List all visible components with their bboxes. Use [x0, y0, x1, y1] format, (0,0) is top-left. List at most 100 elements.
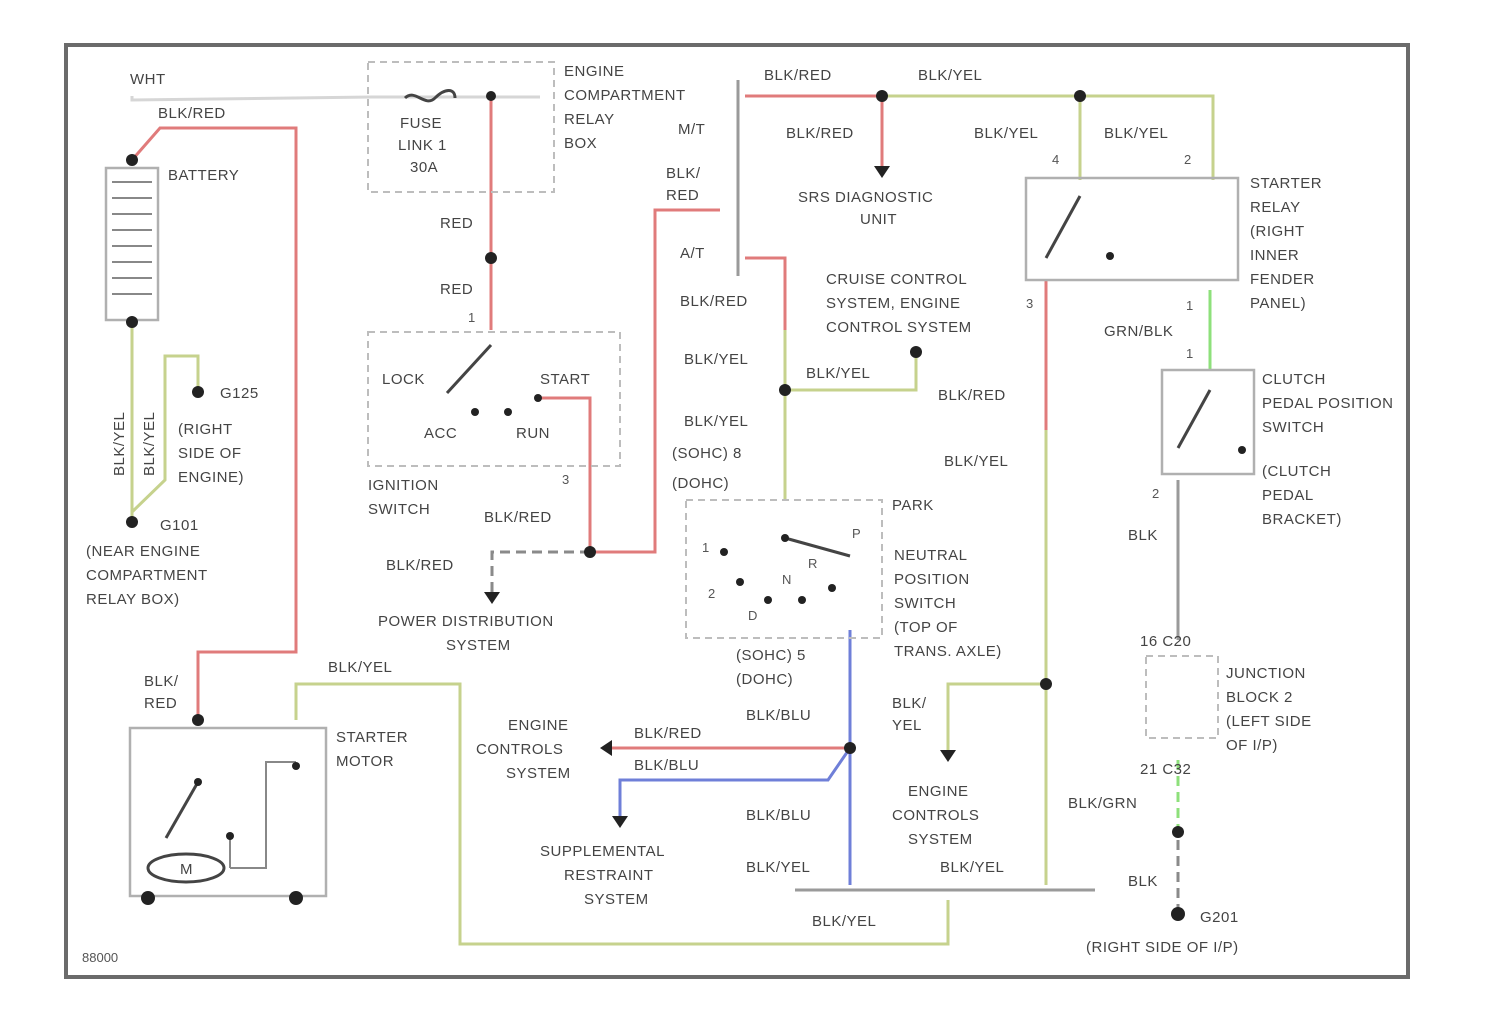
label-clutch-bracket-3: BRACKET)	[1262, 511, 1342, 528]
label-blk-yel-r2: BLK/YEL	[1104, 125, 1168, 142]
label-srs-unit-2: UNIT	[860, 211, 897, 228]
label-blk-yel-sm: BLK/YEL	[328, 659, 392, 676]
label-motor-m: M	[180, 861, 193, 878]
label-g125-2: (RIGHT	[178, 421, 233, 438]
label-c32: 21 C32	[1140, 761, 1191, 778]
label-ecs1-2: CONTROLS	[476, 741, 563, 758]
label-at: A/T	[680, 245, 705, 262]
label-blk-yel-b1: BLK/YEL	[746, 859, 810, 876]
label-blk-yel-vert: BLK/YEL	[111, 412, 128, 476]
label-starter-relay-2: RELAY	[1250, 199, 1301, 216]
starter-motor-contact	[166, 782, 198, 838]
starter-relay-contact	[1046, 196, 1080, 258]
label-nps-3: SWITCH	[894, 595, 956, 612]
battery-symbol	[106, 168, 158, 320]
label-c20: 16 C20	[1140, 633, 1191, 650]
label-cruise-1: CRUISE CONTROL	[826, 271, 967, 288]
label-lock: LOCK	[382, 371, 425, 388]
label-blk-bottom: BLK	[1128, 873, 1158, 890]
label-pds-1: POWER DISTRIBUTION	[378, 613, 554, 630]
label-start: START	[540, 371, 590, 388]
label-srs-unit-1: SRS DIAGNOSTIC	[798, 189, 933, 206]
label-acc: ACC	[424, 425, 457, 442]
label-blk-blu-2: BLK/BLU	[746, 707, 811, 724]
pin-1-clutch: 1	[1186, 346, 1193, 361]
label-blk-grn: BLK/GRN	[1068, 795, 1137, 812]
label-nps-2: POSITION	[894, 571, 970, 588]
label-mt: M/T	[678, 121, 705, 138]
starter-motor-box	[130, 728, 326, 896]
label-blk-yel-dohc-1: BLK/YEL	[684, 413, 748, 430]
label-nps-2-pos: 2	[708, 586, 715, 601]
label-nps-p: P	[852, 526, 861, 541]
label-nps-n: N	[782, 572, 791, 587]
pin-1: 1	[1186, 298, 1193, 313]
pin-4: 4	[1052, 152, 1059, 167]
label-nps-1-pos: 1	[702, 540, 709, 555]
arrow-srs-sys	[612, 816, 628, 828]
pin-2-clutch: 2	[1152, 486, 1159, 501]
label-ecs2-1: ENGINE	[908, 783, 969, 800]
label-blk-yel-b2: BLK/YEL	[940, 859, 1004, 876]
label-starter-relay-3: (RIGHT	[1250, 223, 1305, 240]
label-blk-yel-b3: BLK/YEL	[812, 913, 876, 930]
label-jb-2: BLOCK 2	[1226, 689, 1293, 706]
label-relay-box-3: RELAY	[564, 111, 615, 128]
label-pds-2: SYSTEM	[446, 637, 511, 654]
label-ecs2-2: CONTROLS	[892, 807, 979, 824]
wire-wht	[132, 96, 540, 100]
label-srs-sys-2: RESTRAINT	[564, 867, 654, 884]
label-blk-red-ecs: BLK/RED	[634, 725, 702, 742]
label-nps-1: NEUTRAL	[894, 547, 968, 564]
label-fuse-3: 30A	[410, 159, 438, 176]
label-run: RUN	[516, 425, 550, 442]
label-red-1: RED	[440, 215, 473, 232]
label-red-2: RED	[440, 281, 473, 298]
junction-block-outline	[1146, 656, 1218, 738]
label-srs-sys-3: SYSTEM	[584, 891, 649, 908]
label-blk: BLK	[1128, 527, 1158, 544]
label-blk-yel-y-1: BLK/	[892, 695, 927, 712]
label-blk-yel-right: BLK/YEL	[944, 453, 1008, 470]
label-diagram-code: 88000	[82, 950, 118, 965]
label-srs-sys-1: SUPPLEMENTAL	[540, 843, 665, 860]
label-ign-switch-2: SWITCH	[368, 501, 430, 518]
pin-3: 3	[1026, 296, 1033, 311]
label-clutch-bracket-1: (CLUTCH	[1262, 463, 1331, 480]
label-starter-relay-6: PANEL)	[1250, 295, 1306, 312]
label-wht: WHT	[130, 71, 166, 88]
label-blk-yel-r1: BLK/YEL	[974, 125, 1038, 142]
label-blk-red-pds: BLK/RED	[386, 557, 454, 574]
ignition-contact	[447, 345, 491, 393]
wire-at	[745, 258, 785, 330]
label-ign-switch-1: IGNITION	[368, 477, 439, 494]
label-blk-red-top2: BLK/RED	[786, 125, 854, 142]
label-blk-red-v2: RED	[666, 187, 699, 204]
label-battery: BATTERY	[168, 167, 239, 184]
label-blk-yel-y-2: YEL	[892, 717, 922, 734]
label-g101-2: (NEAR ENGINE	[86, 543, 200, 560]
label-blk-blu-3: BLK/BLU	[746, 807, 811, 824]
pin-2: 2	[1184, 152, 1191, 167]
label-g125-4: ENGINE)	[178, 469, 244, 486]
label-starter-motor-2: MOTOR	[336, 753, 394, 770]
label-g101-1: G101	[160, 517, 199, 534]
arrow-ecs2	[940, 750, 956, 762]
label-blk-red-top1: BLK/RED	[764, 67, 832, 84]
label-blk-red-v1: BLK/	[666, 165, 701, 182]
label-blk-red-ign: BLK/RED	[484, 509, 552, 526]
label-park: PARK	[892, 497, 934, 514]
label-fuse-2: LINK 1	[398, 137, 447, 154]
label-blk-yel-mid1: BLK/YEL	[684, 351, 748, 368]
label-starter-motor-1: STARTER	[336, 729, 408, 746]
label-cruise-3: CONTROL SYSTEM	[826, 319, 972, 336]
arrow-pds	[484, 592, 500, 604]
wire-pds	[492, 552, 590, 592]
label-g201-2: (RIGHT SIDE OF I/P)	[1086, 939, 1239, 956]
label-blk-red-mid: BLK/RED	[680, 293, 748, 310]
label-grn-blk: GRN/BLK	[1104, 323, 1173, 340]
label-jb-4: OF I/P)	[1226, 737, 1278, 754]
label-ecs1-1: ENGINE	[508, 717, 569, 734]
label-clutch-switch-1: CLUTCH	[1262, 371, 1326, 388]
wire-ecs2	[948, 684, 1046, 750]
